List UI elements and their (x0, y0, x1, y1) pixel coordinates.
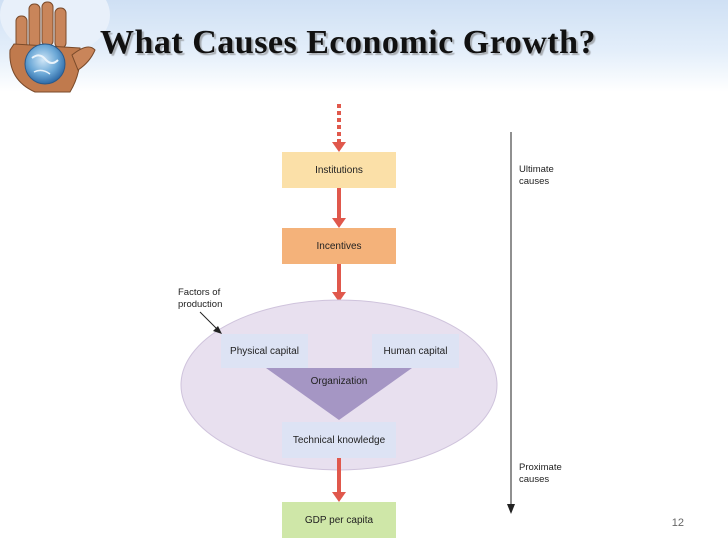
factors-of-production-label: Factors of production (178, 287, 222, 311)
arrow-head-incentives (332, 218, 346, 228)
ultimate-label-line2: causes (519, 176, 554, 188)
dashed-arrow-head (332, 142, 346, 152)
factors-label-line2: production (178, 299, 222, 311)
ultimate-causes-label: Ultimate causes (519, 164, 554, 188)
organization-label: Organization (299, 373, 379, 389)
factors-pointer-line (200, 312, 218, 330)
institutions-box: Institutions (282, 152, 396, 188)
gdp-per-capita-box: GDP per capita (282, 502, 396, 538)
causes-axis-head (507, 504, 515, 514)
proximate-causes-label: Proximate causes (519, 462, 562, 486)
slide-number: 12 (672, 517, 684, 529)
human-capital-box: Human capital (372, 334, 459, 368)
arrow-head-gdp (332, 492, 346, 502)
factors-label-line1: Factors of (178, 287, 222, 299)
incentives-box: Incentives (282, 228, 396, 264)
physical-capital-box: Physical capital (221, 334, 308, 368)
proximate-label-line2: causes (519, 474, 562, 486)
proximate-label-line1: Proximate (519, 462, 562, 474)
ultimate-label-line1: Ultimate (519, 164, 554, 176)
technical-knowledge-box: Technical knowledge (282, 422, 396, 458)
